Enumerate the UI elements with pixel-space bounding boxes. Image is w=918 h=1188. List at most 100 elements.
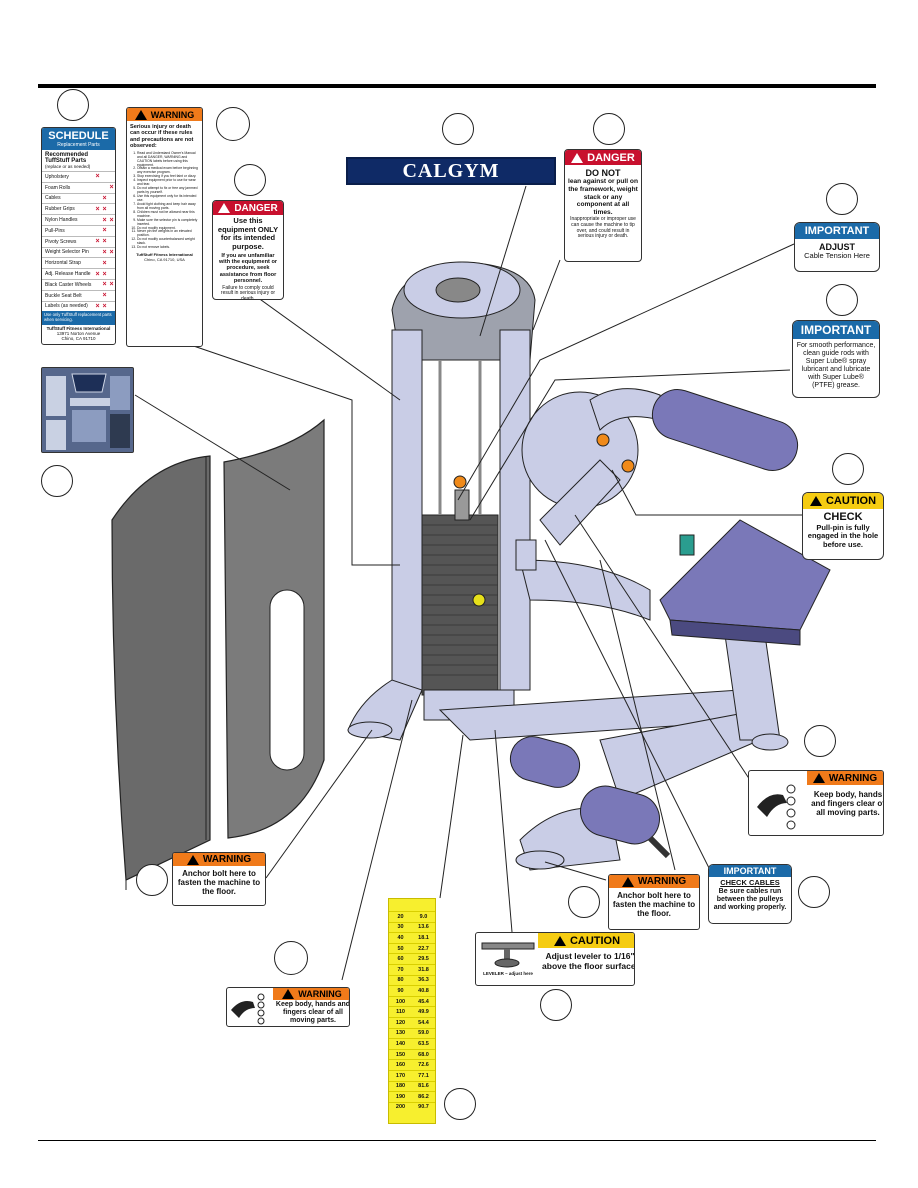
hand-pinch-icon bbox=[231, 993, 265, 1025]
weight-kg: 72.6 bbox=[418, 1062, 429, 1069]
weight-lb: 180 bbox=[395, 1083, 406, 1090]
schedule-row: Horizontal Strap× bbox=[42, 257, 115, 268]
weight-lb: 60 bbox=[397, 956, 404, 963]
schedule-row-label: Pull-Pins bbox=[45, 227, 65, 234]
schedule-company: TuffStuff Fitness International bbox=[46, 325, 111, 331]
danger-use-line3: Failure to comply could result in seriou… bbox=[220, 284, 276, 300]
schedule-row: Weight Selector Pin×× bbox=[42, 246, 115, 258]
warning-rule-item: Stop exercising if you feel faint or diz… bbox=[137, 174, 199, 179]
caution-triangle-icon bbox=[553, 935, 566, 946]
weight-kg: 29.5 bbox=[418, 956, 429, 963]
weight-kg: 31.8 bbox=[418, 966, 429, 973]
schedule-city: Chino, CA 91710 bbox=[61, 335, 96, 341]
schedule-check-mark: × bbox=[102, 248, 107, 256]
warning-anchor-right-decal: WARNING Anchor bolt here to fasten the m… bbox=[608, 874, 700, 930]
danger-use-line2: If you are unfamiliar with the equipment… bbox=[218, 252, 278, 285]
warning-hands-right-decal: WARNING Keep body, hands and fingers cle… bbox=[748, 770, 884, 836]
danger-lean-line3: Inappropriate or improper use can cause … bbox=[570, 216, 636, 240]
schedule-row: Adj. Release Handle×× bbox=[42, 268, 115, 279]
weight-lb: 200 bbox=[395, 1104, 406, 1111]
warning-rules-list: Read and Understand Owner's Manual and a… bbox=[127, 151, 202, 250]
callout-circle bbox=[234, 164, 266, 196]
schedule-row-label: Cables bbox=[45, 195, 61, 202]
weight-lb: 130 bbox=[395, 1030, 406, 1037]
callout-circle bbox=[442, 113, 474, 145]
weight-kg: 45.4 bbox=[418, 998, 429, 1005]
weight-tower bbox=[347, 261, 536, 741]
warning-hands-left-decal: WARNING Keep body, hands and fingers cle… bbox=[226, 987, 350, 1027]
schedule-row: Labels (as needed)×× bbox=[42, 300, 115, 312]
warning-rule-item: Never pin the weights in an elevated pos… bbox=[137, 229, 199, 238]
arm-assembly bbox=[515, 388, 799, 571]
warning-rule-item: Obtain a medical exam before beginning a… bbox=[137, 166, 199, 175]
schedule-check-mark: × bbox=[102, 292, 107, 300]
caution-triangle-icon bbox=[809, 496, 822, 506]
callout-circle bbox=[444, 1088, 476, 1120]
schedule-row-label: Foam Rolls bbox=[45, 184, 71, 191]
danger-lean-line1: DO NOT bbox=[585, 168, 621, 178]
warning-rule-item: Do not remove labels. bbox=[137, 245, 199, 250]
callout-circle bbox=[826, 284, 858, 316]
callout-circle bbox=[798, 876, 830, 908]
warning-rule-item: Do not attempt to fix or free any jammed… bbox=[137, 186, 199, 195]
warning-hands-left-header: WARNING bbox=[298, 989, 342, 999]
weight-lb: 30 bbox=[397, 924, 404, 931]
weight-lb: 150 bbox=[395, 1051, 406, 1058]
warning-rules-decal: WARNING Serious injury or death can occu… bbox=[126, 107, 203, 347]
schedule-row: Buckle Seat Belt× bbox=[42, 289, 115, 301]
weight-kg: 13.6 bbox=[418, 924, 429, 931]
danger-use-line1: Use this equipment ONLY for its intended… bbox=[217, 216, 279, 251]
seat-pad bbox=[659, 519, 831, 646]
schedule-row-label: Labels (as needed) bbox=[45, 303, 88, 310]
schedule-decal: SCHEDULE Replacement Parts Recommended T… bbox=[41, 127, 116, 345]
schedule-row: Nylon Handles×× bbox=[42, 214, 115, 225]
schedule-footer: Use only TuffStuff replacement parts whe… bbox=[42, 311, 115, 325]
warning-hands-right-line1: Keep body, hands and fingers clear of al… bbox=[811, 790, 884, 818]
callout-circle bbox=[216, 107, 250, 141]
callout-circle bbox=[274, 941, 308, 975]
warning-rules-company: TuffStuff Fitness International bbox=[136, 252, 193, 258]
schedule-check-mark: × bbox=[109, 281, 114, 289]
warning-triangle-icon bbox=[812, 773, 825, 783]
important-lube-header: IMPORTANT bbox=[793, 321, 879, 339]
schedule-check-mark: × bbox=[109, 216, 114, 224]
caution-check-line1: CHECK bbox=[823, 511, 863, 523]
caution-leveler-line1: Adjust leveler to 1/16" above the floor … bbox=[542, 951, 635, 971]
important-cables-line2: Be sure cables run between the pulleys a… bbox=[713, 887, 787, 911]
schedule-address: 13971 Norton Avenue bbox=[56, 330, 101, 336]
danger-triangle-icon bbox=[571, 152, 584, 163]
warning-anchor-right-header: WARNING bbox=[637, 876, 687, 887]
callout-circle bbox=[804, 725, 836, 757]
schedule-check-mark: × bbox=[95, 270, 100, 278]
schedule-row-label: Black Caster Wheels bbox=[45, 281, 92, 288]
weight-kg: 59.0 bbox=[418, 1030, 429, 1037]
exercise-figure-icon bbox=[42, 368, 133, 452]
important-cables-line1: CHECK CABLES bbox=[720, 878, 780, 887]
weight-kg: 9.0 bbox=[419, 913, 428, 920]
caution-check-line2: Pull-pin is fully engaged in the hole be… bbox=[807, 522, 879, 549]
schedule-row: Pivoty Screws×× bbox=[42, 235, 115, 247]
warning-anchor-left-header: WARNING bbox=[202, 854, 252, 865]
warning-anchor-left-decal: WARNING Anchor bolt here to fasten the m… bbox=[172, 852, 266, 906]
weight-chart-row: 130 59.0 bbox=[389, 1027, 435, 1039]
caution-check-header: CAUTION bbox=[825, 495, 877, 507]
schedule-row-label: Rubber Grips bbox=[45, 206, 75, 213]
callout-circle bbox=[832, 453, 864, 485]
schedule-row: Foam Rolls× bbox=[42, 181, 115, 193]
weight-kg: 81.6 bbox=[418, 1083, 429, 1090]
caution-check-decal: CAUTION CHECK Pull-pin is fully engaged … bbox=[802, 492, 884, 560]
weight-kg: 77.1 bbox=[418, 1072, 429, 1079]
schedule-row-label: Pivoty Screws bbox=[45, 238, 77, 245]
callout-circle bbox=[57, 89, 89, 121]
warning-rule-item: Do not modify counterbalanced weight sta… bbox=[137, 237, 199, 246]
schedule-check-mark: × bbox=[95, 205, 100, 213]
important-adjust-line1: ADJUST bbox=[818, 242, 855, 252]
schedule-row: Upholstery× bbox=[42, 171, 115, 182]
callout-circle bbox=[593, 113, 625, 145]
